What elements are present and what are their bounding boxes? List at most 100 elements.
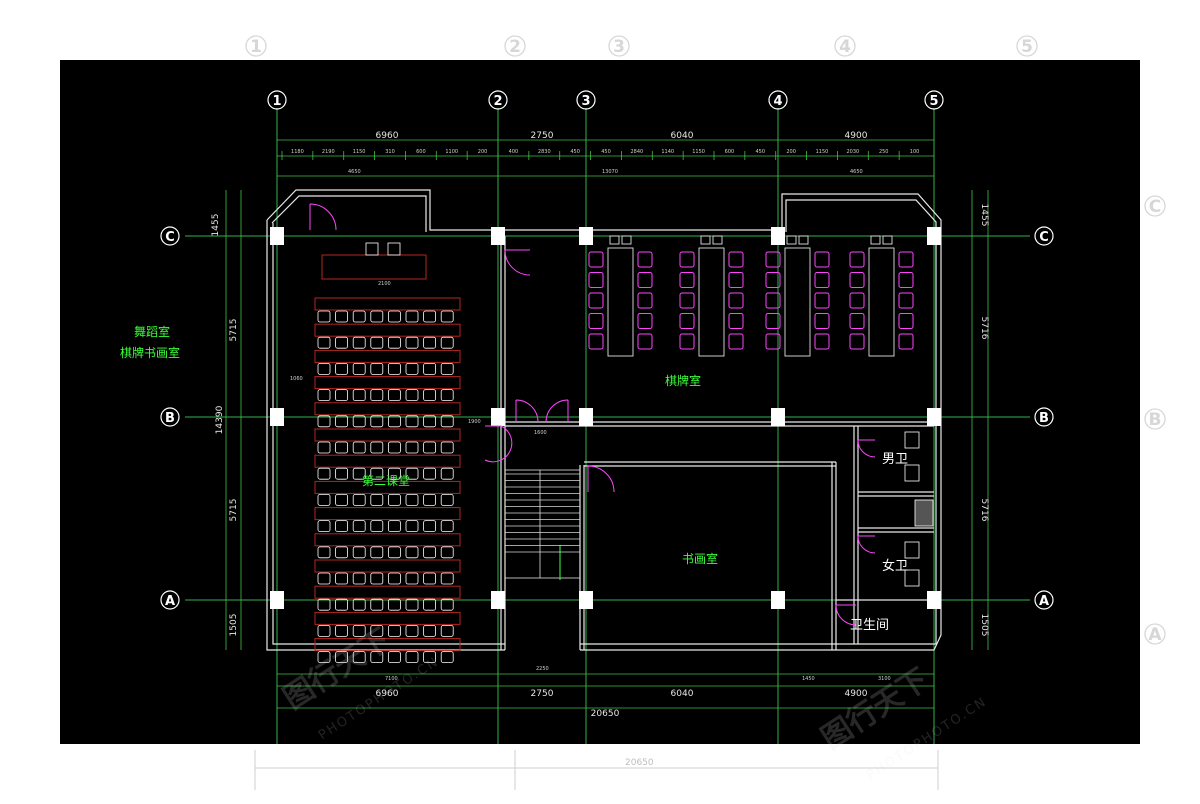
ghost-bottom-dimension: 20650 xyxy=(254,750,939,790)
ghost-axis-bubble: B xyxy=(1144,408,1166,430)
room-label-womens-wc: 女卫 xyxy=(882,558,908,574)
classroom-row xyxy=(314,507,461,533)
building-walls xyxy=(266,189,942,651)
classroom-row xyxy=(314,297,461,323)
svg-text:C: C xyxy=(1149,197,1161,217)
dim-top-sub: 250 xyxy=(879,149,889,155)
dim-top-sub: 2840 xyxy=(630,149,643,155)
axis-bubble-b-right: B xyxy=(1034,407,1054,427)
dim-bottom-sub-4: 3100 xyxy=(878,676,891,682)
dim-top-sub: 310 xyxy=(385,149,395,155)
dim-bottom-1: 6960 xyxy=(376,689,399,699)
dim-interior-1: 1600 xyxy=(534,430,547,436)
room-label-chess-calligraphy: 棋牌书画室 xyxy=(120,345,180,360)
room-label-classroom: 第二课堂 xyxy=(362,474,410,488)
ghost-axis-bubble: 4 xyxy=(834,35,856,57)
dim-interior-3: 1060 xyxy=(290,376,303,382)
dim-top-sub2-1: 4650 xyxy=(348,169,361,175)
dim-bottom-4: 4900 xyxy=(845,689,868,699)
ghost-axis-bubble: 3 xyxy=(608,35,630,57)
dim-top-note: 13070 xyxy=(602,169,618,175)
room-label-painting-room: 书画室 xyxy=(682,551,718,566)
dim-bottom-sub-1: 7100 xyxy=(385,676,398,682)
svg-text:4: 4 xyxy=(839,37,851,57)
ghost-axis-bubble: 5 xyxy=(1016,35,1038,57)
svg-text:A: A xyxy=(1039,594,1049,609)
dim-bottom-total: 20650 xyxy=(591,709,620,719)
classroom-row xyxy=(314,349,461,375)
dim-top-3: 6040 xyxy=(671,131,694,141)
classroom-row xyxy=(314,480,461,506)
room-label-restroom: 卫生间 xyxy=(850,618,889,633)
dim-top-sub: 2190 xyxy=(322,149,335,155)
svg-text:2: 2 xyxy=(493,94,502,109)
dim-top-sub: 1180 xyxy=(291,149,304,155)
classroom-furniture xyxy=(314,242,461,663)
dim-top-sub: 450 xyxy=(601,149,611,155)
dim-left-3: 5715 xyxy=(229,499,239,522)
svg-text:3: 3 xyxy=(613,37,625,57)
axis-bubble-c-right: C xyxy=(1034,226,1054,246)
dim-left-2: 5715 xyxy=(229,319,239,342)
dim-bottom-2: 2750 xyxy=(531,689,554,699)
dim-left-4: 1505 xyxy=(229,614,239,637)
toilet-fixtures xyxy=(904,431,934,587)
chess-room-furniture xyxy=(588,235,914,357)
dim-top-sub: 200 xyxy=(786,149,796,155)
chess-table-group xyxy=(765,235,830,357)
svg-text:A: A xyxy=(1148,625,1162,645)
classroom-row xyxy=(314,533,461,559)
dim-top-sub: 1150 xyxy=(692,149,705,155)
structural-columns xyxy=(270,227,941,609)
axis-bubble-2: 2 xyxy=(488,90,508,110)
svg-text:B: B xyxy=(165,411,175,426)
dim-top-sub2-2: 4650 xyxy=(850,169,863,175)
dim-top-sub: 200 xyxy=(478,149,488,155)
svg-text:C: C xyxy=(1039,230,1049,245)
dim-top-sub: 450 xyxy=(756,149,766,155)
axis-bubble-5: 5 xyxy=(924,90,944,110)
chess-table-group xyxy=(679,235,744,357)
classroom-row xyxy=(314,585,461,611)
room-label-mens-wc: 男卫 xyxy=(882,452,908,467)
axis-bubble-a-left: A xyxy=(160,590,180,610)
ghost-axis-bubble: A xyxy=(1144,623,1166,645)
svg-text:4: 4 xyxy=(773,94,782,109)
top-dimension-chain: 6960 2750 6040 4900 13070 4650 4650 xyxy=(277,131,934,177)
dim-top-sub: 450 xyxy=(570,149,580,155)
room-label-chess-room: 棋牌室 xyxy=(665,373,701,388)
svg-text:1: 1 xyxy=(272,94,281,109)
svg-text:5: 5 xyxy=(929,94,938,109)
svg-text:A: A xyxy=(165,594,175,609)
chess-table-group xyxy=(849,235,914,357)
dim-right-3: 5716 xyxy=(979,499,989,522)
ghost-axis-bubbles-right: C B A xyxy=(1144,195,1166,645)
doors xyxy=(309,203,876,626)
dim-top-sub: 1140 xyxy=(661,149,674,155)
floor-plan: 1 2 3 4 5 C B A C B A 6960 2750 6040 490… xyxy=(120,90,1054,744)
dim-bottom-sub-2: 2250 xyxy=(536,666,549,672)
axis-bubble-3: 3 xyxy=(576,90,596,110)
dim-bottom-sub-3: 1450 xyxy=(802,676,815,682)
classroom-row xyxy=(314,402,461,428)
dim-interior-2: 1900 xyxy=(468,419,481,425)
bottom-dimension-chain: 7100 2250 1450 3100 6960 2750 6040 4900 … xyxy=(277,666,934,719)
dim-top-1: 6960 xyxy=(376,131,399,141)
svg-text:C: C xyxy=(165,230,175,245)
dim-top-sub: 2030 xyxy=(846,149,859,155)
right-dimension-chain: 1455 5716 5716 1505 xyxy=(971,190,989,650)
axis-bubble-a-right: A xyxy=(1034,590,1054,610)
ghost-total-dimension: 20650 xyxy=(625,758,654,768)
dim-top-sub: 400 xyxy=(509,149,519,155)
svg-text:B: B xyxy=(1039,411,1049,426)
left-dimension-chain: 1455 5715 5715 1505 14390 xyxy=(211,190,242,650)
cad-drawing-canvas: 1 2 3 4 5 C B A C B A 6960 2750 6040 490… xyxy=(60,60,1140,744)
dim-top-sub: 100 xyxy=(910,149,920,155)
dim-right-2: 5716 xyxy=(979,317,989,340)
axis-bubble-c-left: C xyxy=(160,226,180,246)
dim-top-sub: 1150 xyxy=(816,149,829,155)
dim-top-sub: 1150 xyxy=(353,149,366,155)
room-label-dance: 舞蹈室 xyxy=(134,324,170,339)
